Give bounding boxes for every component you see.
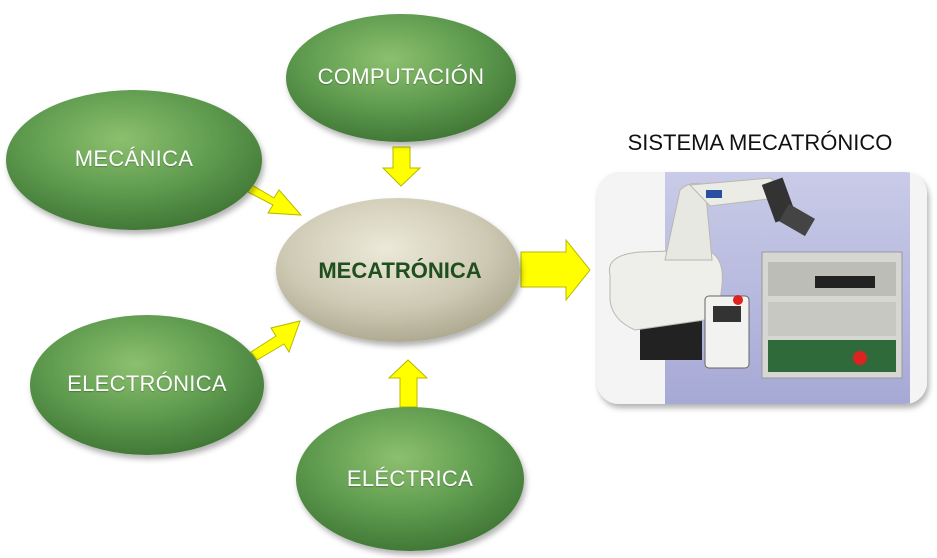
computacion-label: COMPUTACIÓN — [317, 64, 485, 89]
computacion-ellipse — [286, 14, 516, 142]
electronica-ellipse — [30, 315, 264, 455]
mecatronica-ellipse — [276, 198, 520, 342]
arrow-electrica-to-center — [387, 359, 429, 408]
system-photo — [597, 172, 927, 404]
system-title: SISTEMA MECATRÓNICO — [627, 130, 893, 155]
electrica-ellipse — [296, 407, 524, 551]
mecanica-label: MECÁNICA — [74, 146, 194, 171]
arrow-center-to-system — [520, 238, 591, 302]
mecatronica-label: MECATRÓNICA — [318, 258, 482, 283]
mecanica-ellipse — [6, 90, 262, 230]
arrow-mecanica-to-center — [247, 184, 303, 216]
arrow-electronica-to-center — [250, 320, 301, 361]
electrica-label: ELÉCTRICA — [346, 466, 474, 491]
electronica-label: ELECTRÓNICA — [67, 371, 227, 396]
arrow-computacion-to-center — [381, 146, 422, 187]
